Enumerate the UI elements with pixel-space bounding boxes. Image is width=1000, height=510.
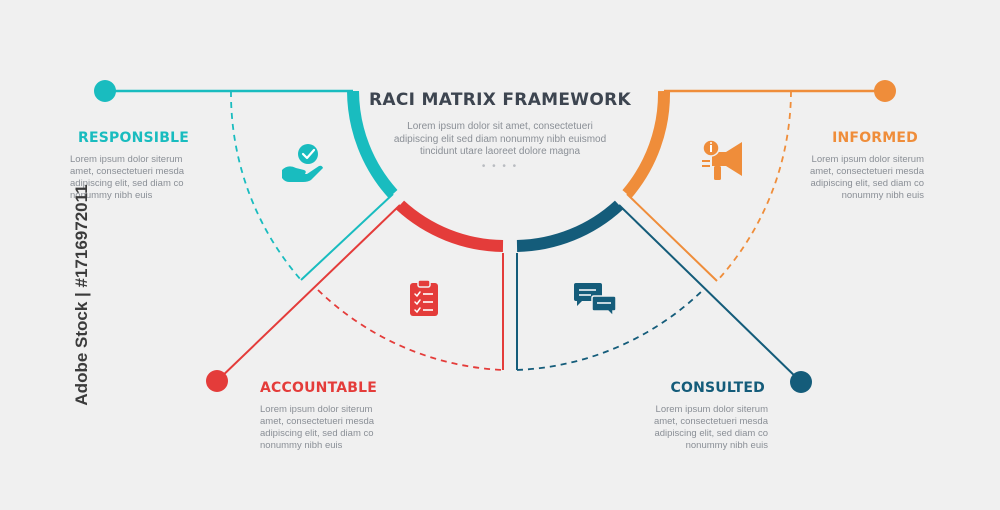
consulted-description: Lorem ipsum dolor siterum amet, consecte… [653, 404, 768, 451]
accountable-label: ACCOUNTABLE [260, 380, 378, 396]
accountable-description: Lorem ipsum dolor siterum amet, consecte… [260, 404, 375, 451]
informed-dashed-arc [716, 90, 792, 282]
accountable-connector-line [216, 204, 401, 382]
accountable-arc [395, 200, 504, 252]
pagination-dots: • • • • [481, 161, 519, 172]
responsible-dashed-arc [230, 90, 302, 281]
informed-arc [622, 90, 671, 198]
accountable-segment [206, 200, 504, 392]
hand-check-icon [282, 144, 323, 182]
consulted-connector-line [618, 204, 802, 383]
informed-label: INFORMED [832, 130, 918, 146]
responsible-label: RESPONSIBLE [78, 130, 189, 146]
chat-bubbles-icon [574, 283, 617, 318]
stock-watermark: Adobe Stock | #1716972011 [72, 184, 91, 406]
responsible-node [94, 80, 116, 102]
consulted-node [790, 371, 812, 393]
consulted-arc [516, 200, 624, 252]
consulted-dashed-arc [516, 288, 705, 371]
informed-radial-line [626, 193, 718, 282]
informed-segment [622, 80, 896, 282]
informed-description: Lorem ipsum dolor siterum amet, consecte… [809, 154, 924, 201]
page-subtitle: Lorem ipsum dolor sit amet, consectetuer… [393, 121, 607, 157]
consulted-segment [516, 200, 812, 393]
accountable-dashed-arc [317, 289, 504, 371]
clipboard-checklist-icon [410, 279, 438, 316]
responsible-arc [347, 90, 398, 199]
megaphone-icon [702, 139, 742, 180]
accountable-node [206, 370, 228, 392]
responsible-radial-line [300, 193, 394, 281]
page-title: RACI MATRIX FRAMEWORK [369, 90, 631, 110]
responsible-description: Lorem ipsum dolor siterum amet, consecte… [70, 154, 185, 201]
responsible-segment [94, 80, 398, 281]
informed-node [874, 80, 896, 102]
consulted-label: CONSULTED [670, 380, 765, 396]
